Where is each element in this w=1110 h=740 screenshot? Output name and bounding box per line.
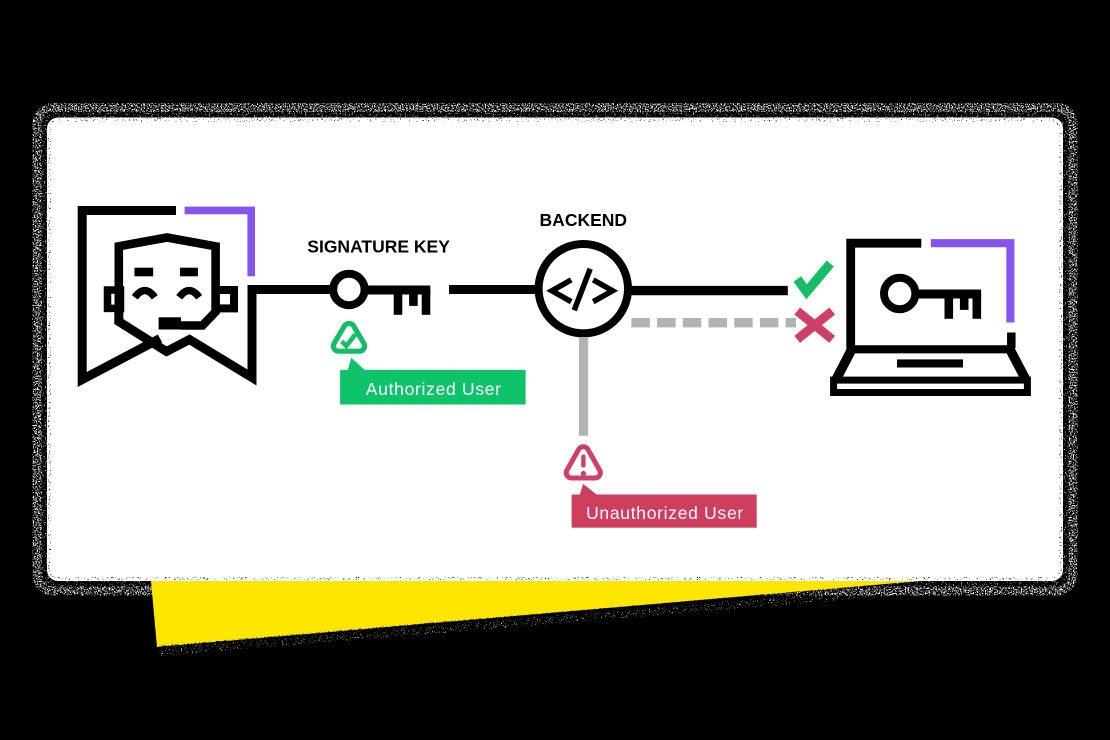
svg-text:BACKEND: BACKEND bbox=[540, 210, 628, 230]
svg-text:Unauthorized User: Unauthorized User bbox=[586, 503, 744, 523]
svg-text:SIGNATURE KEY: SIGNATURE KEY bbox=[307, 237, 450, 257]
svg-text:Authorized User: Authorized User bbox=[366, 379, 502, 399]
